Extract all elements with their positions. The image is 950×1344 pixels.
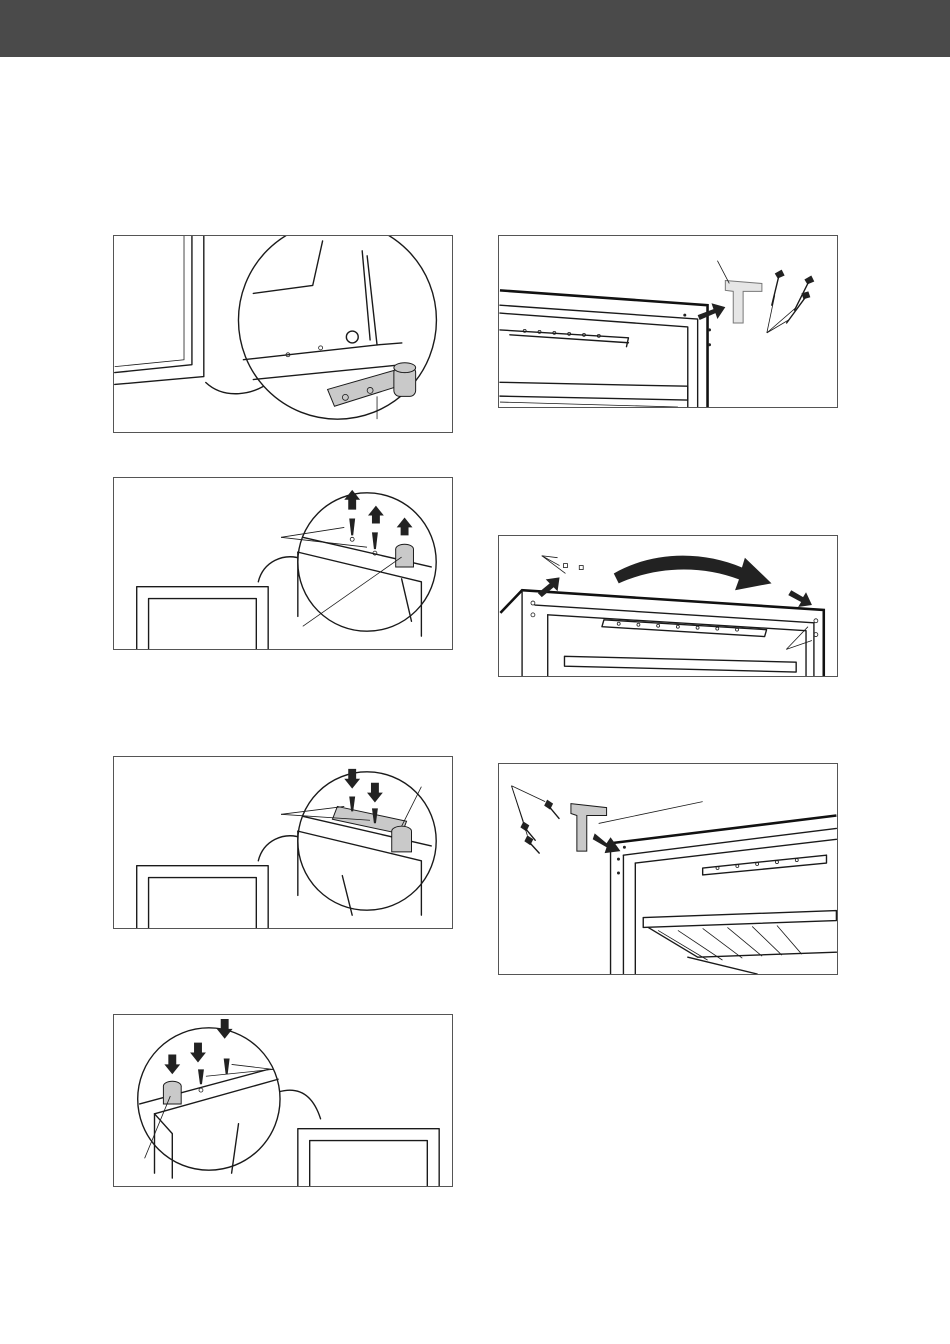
screw-icon xyxy=(772,270,815,323)
figure-7-fit-bracket-other-side xyxy=(498,763,838,975)
figure-4-refit-hinge-opposite-side xyxy=(113,1014,453,1187)
screw-icon xyxy=(520,800,559,853)
figure-1-illustration xyxy=(114,236,452,432)
figure-5-illustration xyxy=(499,236,837,407)
figure-7-illustration xyxy=(499,764,837,974)
figure-2-unscrew-top-hinge xyxy=(113,477,453,650)
arrow-icon xyxy=(538,577,812,607)
magnifier-circle-icon xyxy=(298,772,436,910)
figure-3-fit-hinge-plate xyxy=(113,756,453,929)
hinge-bracket-icon xyxy=(725,280,762,323)
figure-1-remove-bottom-hinge xyxy=(113,235,453,433)
figure-2-illustration xyxy=(114,478,452,649)
figure-6-swap-covers xyxy=(498,535,838,677)
figure-6-illustration xyxy=(499,536,837,676)
magnifier-circle-icon xyxy=(298,493,436,631)
figure-5-remove-top-bracket xyxy=(498,235,838,408)
header-bar xyxy=(0,0,950,57)
figure-4-illustration xyxy=(114,1015,452,1186)
curved-arrow-icon xyxy=(614,556,772,591)
figure-3-illustration xyxy=(114,757,452,928)
